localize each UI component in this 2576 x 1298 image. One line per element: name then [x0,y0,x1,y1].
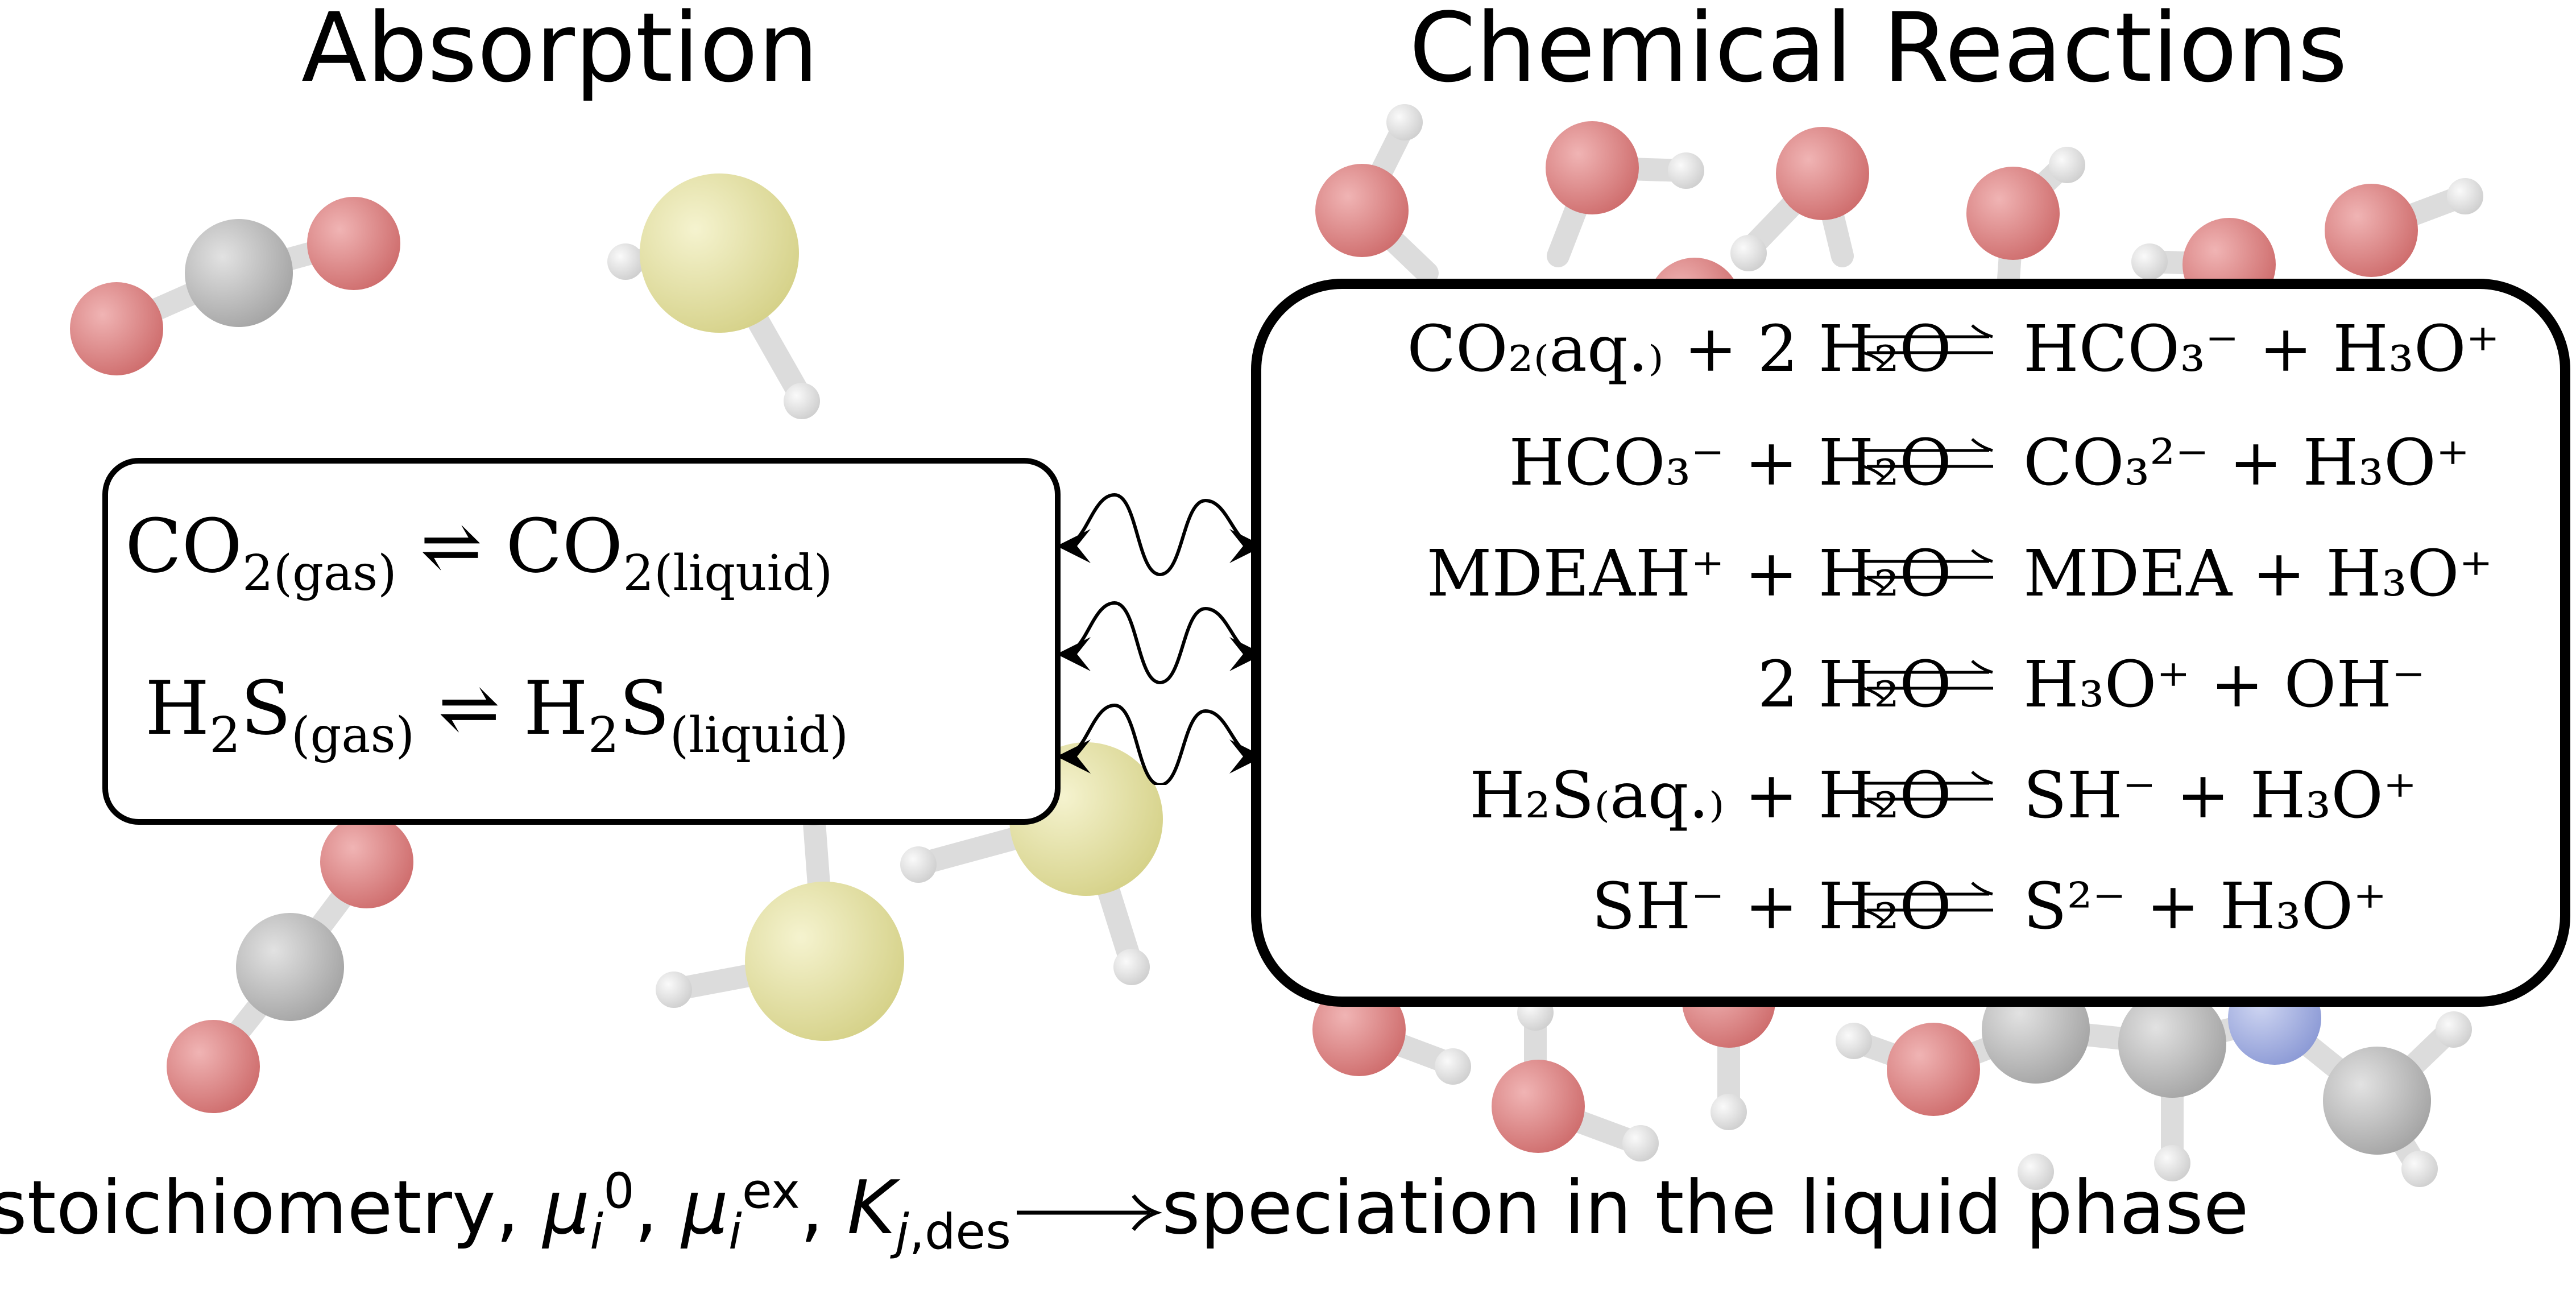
reaction-products: HCO₃⁻ + H₃O⁺ [2023,312,2500,386]
equilibrium-arrow-icon [1863,438,1993,479]
absorption-equilibria-box: CO2(gas) ⇌ CO2(liquid) H2S(gas) ⇌ H2S(li… [102,458,1061,825]
reaction-reactants: H₂S₍aq.₎ + H₂O [1469,759,1952,833]
equilibrium-arrow-icon [1863,660,1993,701]
equilibrium-arrow-icon [1863,324,1993,365]
reaction-reactants: SH⁻ + H₂O [1592,870,1952,944]
reaction-products: S²⁻ + H₃O⁺ [2023,870,2387,944]
co2-absorption-equation: CO2(gas) ⇌ CO2(liquid) [125,503,833,602]
equilibrium-symbol: ⇌ [420,503,482,589]
h2s-absorption-equation: H2S(gas) ⇌ H2S(liquid) [145,665,849,764]
chemical-reactions-title: Chemical Reactions [1409,0,2348,104]
reaction-reactants: CO₂₍aq.₎ + 2 H₂O [1407,312,1952,386]
reaction-reactants: HCO₃⁻ + H₂O [1509,426,1952,500]
reaction-reactants: MDEAH⁺ + H₂O [1426,537,1952,611]
long-right-arrow-icon [1016,1194,1162,1231]
equilibrium-arrow-icon [1863,549,1993,590]
equilibrium-symbol: ⇌ [438,665,500,751]
equilibrium-arrow-icon [1863,882,1993,923]
reaction-products: CO₃²⁻ + H₃O⁺ [2023,426,2470,500]
equilibrium-arrow-icon [1863,771,1993,812]
reaction-products: SH⁻ + H₃O⁺ [2023,759,2417,833]
reaction-products: H₃O⁺ + OH⁻ [2023,648,2426,722]
absorption-title: Absorption [301,0,819,104]
reaction-reactants: 2 H₂O [1757,648,1952,722]
reaction-products: MDEA + H₃O⁺ [2023,537,2493,611]
wavy-double-arrow-icon [1057,493,1264,785]
